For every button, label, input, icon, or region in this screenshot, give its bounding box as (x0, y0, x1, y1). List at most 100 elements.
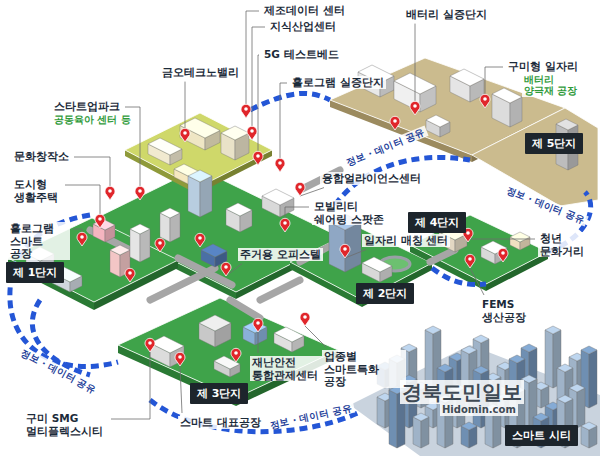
building-roof (521, 344, 537, 352)
pin-dot (98, 217, 102, 221)
complex-tag: 스마트 시티 (505, 425, 578, 446)
map-pin (95, 214, 105, 228)
map-pin (300, 312, 310, 326)
pin-body (180, 128, 190, 142)
leader-line (305, 326, 326, 347)
map-pin (295, 182, 305, 196)
map-pin (247, 126, 257, 140)
building-roof (362, 257, 392, 272)
tag-text: 제 2단지 (363, 286, 407, 301)
pin-dot (413, 104, 417, 108)
building-wall (188, 176, 200, 217)
pin-body (410, 101, 420, 115)
map-pin (145, 338, 155, 352)
complex-tag: 제 2단지 (356, 283, 414, 304)
pin-dot (393, 119, 397, 123)
platform-top (410, 215, 548, 284)
leader-line (180, 366, 182, 413)
ground-layer (8, 58, 600, 456)
pin-body (390, 116, 400, 130)
building-roof (473, 366, 489, 374)
building-roof (557, 395, 573, 403)
platform-top (125, 113, 272, 188)
facility-label: 구미 SMG 멀티플렉스시티 (24, 412, 108, 437)
building-wall (589, 350, 597, 408)
facility-sublabel: 배터리 양극재 공장 (522, 74, 588, 97)
building-roof (510, 232, 530, 242)
map-pin (221, 262, 231, 276)
pin-body (247, 126, 257, 140)
map-pin (275, 158, 285, 172)
pin-body (300, 312, 310, 326)
building-roof (473, 335, 489, 343)
map-pin (390, 116, 400, 130)
pin-dot (343, 247, 347, 251)
map-pin (135, 186, 145, 200)
building-roof (221, 126, 249, 140)
pin-dot (224, 265, 228, 269)
facility-label: 융합얼라이언스센터 (320, 172, 423, 185)
road-label: 정보 · 데이터 공유 (343, 126, 428, 169)
pin-dot (80, 235, 84, 239)
facility-label: 구미형 일자리 (506, 60, 580, 73)
building-roof (569, 384, 585, 392)
building-roof (450, 69, 484, 86)
building-layer (26, 65, 597, 448)
pin-body (95, 214, 105, 228)
tag-text: 제 3단지 (197, 386, 241, 401)
leader-layer (65, 11, 535, 419)
pin-dot (303, 315, 307, 319)
building-wall (545, 330, 553, 388)
map-pin (180, 128, 190, 142)
pin-body (253, 318, 263, 332)
facility-label: 스마트 대표공장 (178, 416, 263, 429)
data-road (432, 268, 486, 284)
pin-body (145, 338, 155, 352)
facility-label: 제조데이터 센터 (262, 4, 347, 17)
pin-dot (468, 257, 472, 261)
pin-dot (283, 221, 287, 225)
building-roof (160, 208, 180, 218)
map-pin (231, 348, 241, 362)
facility-label: 업종별 스마트특화 공장 (322, 350, 406, 388)
pin-body (465, 254, 475, 268)
building-roof (188, 170, 212, 182)
pin-body (280, 218, 290, 232)
tag-text: 제 5단지 (532, 136, 576, 151)
grey-road (230, 300, 260, 318)
pin-body (241, 104, 251, 118)
battery-ground (472, 108, 598, 206)
leader-line (74, 157, 110, 200)
pin-dot (250, 129, 254, 133)
pin-body (480, 94, 490, 108)
pin-dot (466, 231, 470, 235)
leader-line (468, 239, 535, 242)
map-pin (175, 352, 185, 366)
pin-body (295, 182, 305, 196)
facility-label: 모빌리티 쉐어링 스팟존 (312, 200, 392, 225)
leader-line (111, 352, 150, 419)
map-pin (340, 244, 350, 258)
leader-line (258, 332, 259, 353)
pin-dot (198, 236, 202, 240)
building-roof (110, 245, 130, 255)
building-wall (377, 397, 385, 428)
pin-body (135, 186, 145, 200)
complex-tag: 제 5단지 (525, 133, 583, 154)
building-roof (461, 422, 477, 430)
data-road (250, 93, 330, 110)
pin-dot (183, 131, 187, 135)
pin-dot (158, 241, 162, 245)
map-pin (253, 318, 263, 332)
building-roof (226, 203, 252, 216)
pin-body (77, 232, 87, 246)
road-layer (10, 93, 591, 431)
grey-road (430, 250, 455, 262)
facility-label: 홀로그램 스마트 공장 (8, 222, 70, 260)
pin-dot (244, 107, 248, 111)
grey-road (260, 280, 300, 300)
building-roof (581, 346, 597, 354)
map-pin (241, 104, 251, 118)
building-roof (481, 241, 507, 254)
map-pin (105, 186, 115, 200)
